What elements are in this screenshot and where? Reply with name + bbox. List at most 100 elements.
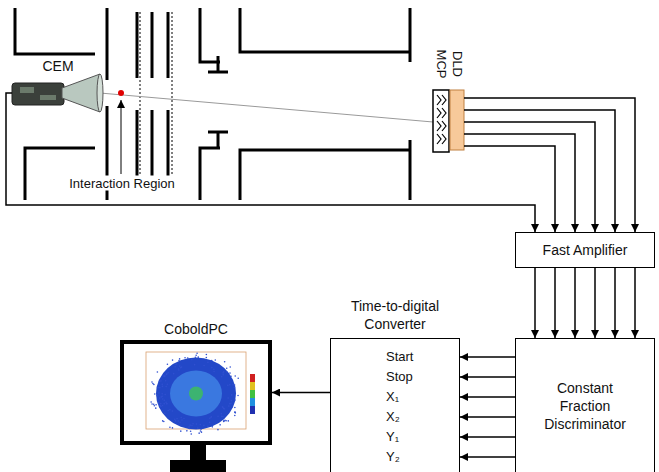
scatter-dot [195, 356, 197, 358]
scatter-dot [153, 403, 155, 405]
signal-name: Start [386, 347, 413, 367]
signal-wire [6, 93, 635, 232]
scatter-dot [156, 395, 158, 397]
signal-wire [6, 93, 535, 232]
scatter-dot [212, 426, 214, 428]
scatter-dot [177, 420, 179, 422]
signal-arrow [272, 392, 330, 394]
scatter-dot [207, 362, 209, 364]
scatter-dot [222, 406, 224, 408]
scatter-dot [164, 399, 166, 401]
scatter-dot [161, 393, 163, 395]
scatter-dot [231, 394, 233, 396]
scatter-dot [200, 428, 202, 430]
scatter-dot [186, 430, 188, 432]
scatter-dot [229, 366, 231, 368]
scatter-dot [151, 381, 153, 383]
part-name: MCP [435, 50, 447, 79]
scatter-dot [231, 400, 233, 402]
signal-arrow [554, 268, 556, 338]
scatter-dot [173, 373, 175, 375]
scatter-dot [227, 385, 229, 387]
scatter-dot [172, 427, 174, 429]
color-bar [250, 374, 255, 414]
scatter-dot [167, 372, 169, 374]
scatter-dot [210, 417, 212, 419]
scatter-dot [213, 368, 215, 370]
signal-arrow [460, 396, 515, 398]
scatter-dot [197, 356, 199, 358]
node-body: StartStopX₁X₂Y₁Y₂ [331, 339, 459, 472]
signal-arrow [634, 268, 636, 338]
scatter-dot [158, 402, 160, 404]
signal-arrow [460, 416, 515, 418]
scatter-dot [203, 425, 205, 427]
scatter-dot [175, 420, 177, 422]
scatter-dot [181, 419, 183, 421]
scatter-dot [162, 398, 164, 400]
scatter-dot [158, 392, 160, 394]
signal-arrow [594, 268, 596, 338]
scatter-dot [174, 366, 176, 368]
scatter-dot [206, 357, 208, 359]
scatter-dot [162, 386, 164, 388]
cem-detector [12, 74, 103, 112]
part-name: DLD [451, 51, 463, 77]
signal-arrow [614, 268, 616, 338]
scatter-dot [223, 408, 225, 410]
scatter-dot [180, 417, 182, 419]
scatter-dot [234, 384, 236, 386]
signal-name: Stop [386, 367, 413, 387]
scatter-dot [150, 401, 152, 403]
scatter-dot [155, 404, 157, 406]
scatter-dot [228, 420, 230, 422]
detector-image [170, 371, 222, 417]
mcp-plates [437, 95, 441, 144]
detector-image [156, 358, 236, 430]
scatter-dot [206, 354, 208, 356]
scatter-dot [153, 384, 155, 386]
box-label: Constant Fraction Discriminator [530, 379, 640, 433]
electrode-plate [217, 132, 220, 148]
scatter-dot [159, 405, 161, 407]
scatter-dot [234, 407, 236, 409]
signal-wire [464, 134, 575, 232]
scatter-dot [187, 357, 189, 359]
scatter-dot [159, 380, 161, 382]
scatter-dot [228, 405, 230, 407]
signal-arrow [460, 456, 515, 458]
scatter-dot [195, 354, 197, 356]
scatter-dot [161, 383, 163, 385]
scatter-dot [224, 361, 226, 363]
scatter-dot [157, 387, 159, 389]
box-heading: CoboldPC [104, 320, 288, 338]
signal-name: X₂ [386, 407, 400, 427]
electrode-plate [200, 8, 220, 62]
scatter-dot [203, 365, 205, 367]
signal-arrow [574, 268, 576, 338]
scatter-dot [198, 432, 200, 434]
electrode-plate [106, 8, 109, 80]
node-body [124, 344, 268, 441]
monitor-stand [170, 444, 226, 472]
process-box: Constant Fraction Discriminator [515, 338, 655, 472]
scatter-dot [197, 427, 199, 429]
scatter-dot [160, 380, 162, 382]
scatter-dot [194, 364, 196, 366]
screen-ground [124, 344, 268, 441]
scatter-dot [223, 420, 225, 422]
mcp-plates [433, 90, 449, 152]
scatter-dot [160, 403, 162, 405]
scatter-dot [154, 405, 156, 407]
part-name: CEM [40, 59, 75, 74]
scatter-dot [178, 360, 180, 362]
scatter-dot [160, 396, 162, 398]
scatter-dot [157, 371, 159, 373]
scatter-dot [188, 426, 190, 428]
cem-detector [40, 95, 56, 100]
plot-frame [146, 352, 246, 429]
scatter-dot [167, 410, 169, 412]
chamber-wall [15, 8, 95, 54]
electrode-plate [136, 12, 139, 78]
scatter-dot [217, 415, 219, 417]
